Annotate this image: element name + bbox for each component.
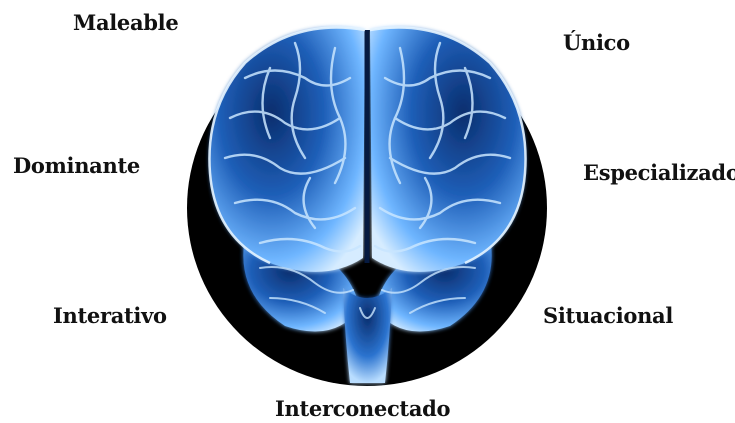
- brain-stem: [343, 288, 392, 383]
- label-maleable: Maleable: [73, 10, 178, 35]
- label-interativo: Interativo: [53, 303, 167, 328]
- brain-illustration: [175, 8, 560, 388]
- label-situacional: Situacional: [543, 303, 673, 328]
- label-dominante: Dominante: [13, 153, 140, 178]
- label-interconectado: Interconectado: [275, 396, 450, 421]
- brain-image: [175, 8, 560, 388]
- label-unico: Único: [563, 30, 630, 55]
- label-especializado: Especializado: [583, 160, 735, 185]
